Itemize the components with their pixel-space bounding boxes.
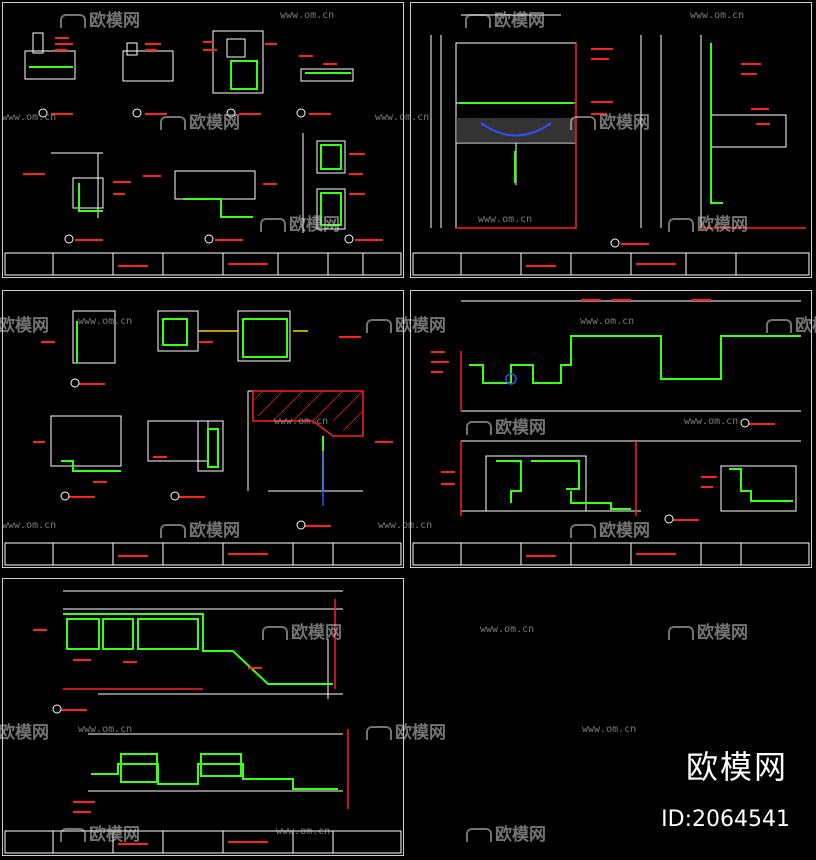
detail-sheet-top-left[interactable] (2, 2, 404, 278)
detail-drawing (4, 590, 402, 854)
detail-sheet-top-right[interactable] (410, 2, 812, 278)
detail-drawing (4, 30, 402, 276)
brand-stamp-name: 欧模网 (685, 748, 788, 786)
detail-drawing (412, 14, 810, 276)
detail-sheet-middle-right[interactable] (410, 290, 812, 568)
detail-drawing (4, 310, 402, 566)
detail-drawing (412, 299, 810, 566)
detail-sheet-middle-left[interactable] (2, 290, 404, 568)
detail-sheet-bottom-left[interactable] (2, 578, 404, 856)
brand-stamp-id: ID:2064541 (661, 807, 790, 832)
